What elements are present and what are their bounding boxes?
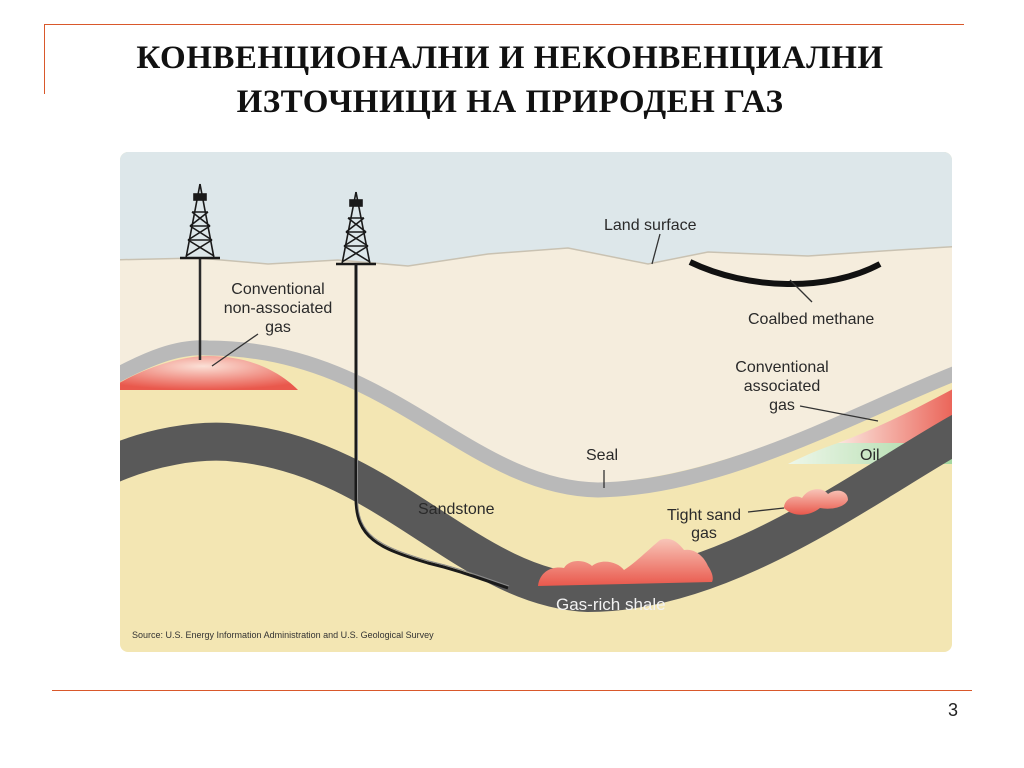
label-coalbed-methane: Coalbed methane [748, 311, 874, 328]
drilling-rig-2-icon [336, 191, 376, 266]
left-accent-line [44, 24, 45, 94]
label-land-surface: Land surface [604, 217, 697, 234]
label-tight-sand-1: Tight sand [667, 507, 741, 524]
label-tight-sand-2: gas [691, 525, 717, 542]
label-conv-assoc-2: associated [744, 378, 821, 395]
label-conv-assoc-1: Conventional [735, 359, 828, 376]
surface-rock-layer [120, 246, 952, 483]
well-2-bore [354, 264, 509, 590]
label-conv-nonassoc-3: gas [265, 319, 291, 336]
label-conv-nonassoc-1: Conventional [231, 281, 324, 298]
diagram-canvas: Land surface Coalbed methane Conventiona… [120, 152, 952, 652]
label-oil: Oil [860, 447, 880, 464]
coalbed-methane-seam [688, 259, 882, 288]
tight-sand-gas-patch-large [538, 538, 713, 586]
label-conv-assoc-3: gas [769, 397, 795, 414]
well-2-bore-highlight [357, 264, 510, 587]
slide-title: КОНВЕНЦИОНАЛНИ И НЕКОНВЕНЦИАЛНИ ИЗТОЧНИЦ… [60, 36, 960, 124]
gas-sources-diagram: Land surface Coalbed methane Conventiona… [108, 138, 964, 664]
page-number: 3 [948, 700, 959, 720]
gas-rich-shale-layer [120, 413, 952, 613]
source-credit: Source: U.S. Energy Information Administ… [132, 630, 434, 640]
label-seal: Seal [586, 447, 618, 464]
label-sandstone: Sandstone [418, 501, 495, 518]
seal-layer [120, 340, 952, 498]
leader-lines [211, 233, 879, 513]
drilling-rig-1-icon [180, 183, 220, 260]
non-associated-gas-pocket [120, 356, 298, 390]
bottom-accent-line [52, 690, 972, 691]
label-gas-rich-shale: Gas-rich shale [556, 595, 666, 614]
title-line-2: ИЗТОЧНИЦИ НА ПРИРОДЕН ГАЗ [236, 84, 784, 120]
land-surface-line [120, 245, 952, 267]
title-line-1: КОНВЕНЦИОНАЛНИ И НЕКОНВЕНЦИАЛНИ [136, 40, 884, 76]
label-conv-nonassoc-2: non-associated [224, 300, 333, 317]
tight-sand-gas-patch-small [784, 489, 848, 515]
top-accent-line [44, 24, 964, 25]
